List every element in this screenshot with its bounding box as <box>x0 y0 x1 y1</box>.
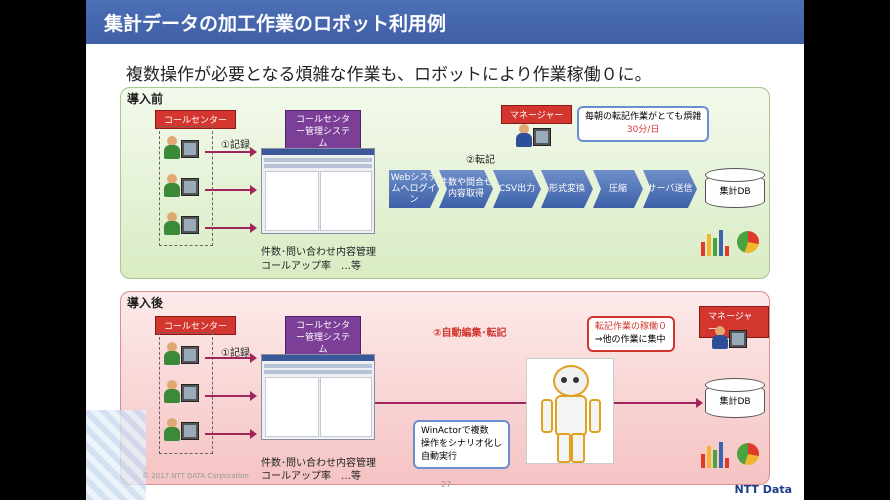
arrow-icon <box>205 429 257 439</box>
slide-subtitle: 複数操作が必要となる煩雑な作業も、ロボットにより作業稼働０に。 <box>126 65 652 85</box>
decorative-pattern <box>86 410 146 500</box>
callcenter-group <box>159 126 213 246</box>
manager-icon <box>711 326 751 354</box>
step-convert: 形式変換 <box>541 170 593 208</box>
arrow-icon <box>205 353 257 363</box>
robot-icon <box>526 358 614 464</box>
step-compress: 圧縮 <box>593 170 643 208</box>
panel-after: 導入後 コールセンター ①記録 コールセンター管理システム 件数･問い合わせ内容… <box>120 291 770 485</box>
auto-transfer-label: ②自動編集･転記 <box>433 328 507 339</box>
callcenter-tag: コールセンター <box>155 316 237 335</box>
pie-chart-icon <box>737 443 759 465</box>
arrow-icon <box>205 185 257 195</box>
agent-icon <box>163 418 203 446</box>
db-label: 集計DB <box>719 187 751 197</box>
panel-before-label: 導入前 <box>127 92 164 106</box>
arrow-icon <box>205 147 257 157</box>
data-label-1: 件数･問い合わせ内容管理 <box>261 458 376 469</box>
callcenter-tag: コールセンター <box>155 110 237 129</box>
agent-icon <box>163 342 203 370</box>
company-logo: NTT Data <box>734 483 792 496</box>
title-bar: 集計データの加工作業のロボット利用例 <box>86 0 804 44</box>
step-login: Webシステムへログイン <box>389 170 439 208</box>
bar-chart-icon <box>699 228 733 256</box>
record-label: ①記録 <box>221 140 250 151</box>
system-screenshot <box>261 148 375 234</box>
slide: 集計データの加工作業のロボット利用例 複数操作が必要となる煩雑な作業も、ロボット… <box>86 0 804 500</box>
data-label-2: コールアップ率 …等 <box>261 471 361 482</box>
database-icon: 集計DB <box>705 168 765 208</box>
agent-icon <box>163 136 203 164</box>
agent-icon <box>163 212 203 240</box>
before-callout: 毎朝の転記作業がとても煩雑 30分/日 <box>577 106 710 142</box>
arrow-icon <box>205 391 257 401</box>
db-label: 集計DB <box>719 397 751 407</box>
system-screenshot <box>261 354 375 440</box>
database-icon: 集計DB <box>705 378 765 418</box>
panel-before: 導入前 コールセンター ①記録 コールセンター管理システム 件数･問い合わせ内容… <box>120 87 770 279</box>
data-label-2: コールアップ率 …等 <box>261 261 361 272</box>
bar-chart-icon <box>699 440 733 468</box>
step-csv: CSV出力 <box>493 170 541 208</box>
record-label: ①記録 <box>221 348 250 359</box>
copyright: © 2017 NTT DATA Corporation <box>142 472 249 480</box>
panel-after-label: 導入後 <box>127 296 164 310</box>
after-callout: 転記作業の稼働０ ⇒他の作業に集中 <box>587 316 676 352</box>
slide-title: 集計データの加工作業のロボット利用例 <box>104 13 447 35</box>
manager-icon <box>515 124 555 152</box>
agent-icon <box>163 174 203 202</box>
data-label-1: 件数･問い合わせ内容管理 <box>261 247 376 258</box>
step-send: サーバ送信 <box>643 170 697 208</box>
agent-icon <box>163 380 203 408</box>
system-tag: コールセンター管理システム <box>285 110 361 154</box>
pie-chart-icon <box>737 231 759 253</box>
page-number: 27 <box>441 480 452 489</box>
transfer-label: ②転記 <box>466 155 495 166</box>
system-tag: コールセンター管理システム <box>285 316 361 360</box>
callcenter-group <box>159 332 213 454</box>
robot-callout: WinActorで複数 操作をシナリオ化し 自動実行 <box>413 420 511 469</box>
manager-tag: マネージャー <box>501 105 573 124</box>
step-fetch: 件数や問合せ内容取得 <box>439 170 493 208</box>
arrow-icon <box>205 223 257 233</box>
